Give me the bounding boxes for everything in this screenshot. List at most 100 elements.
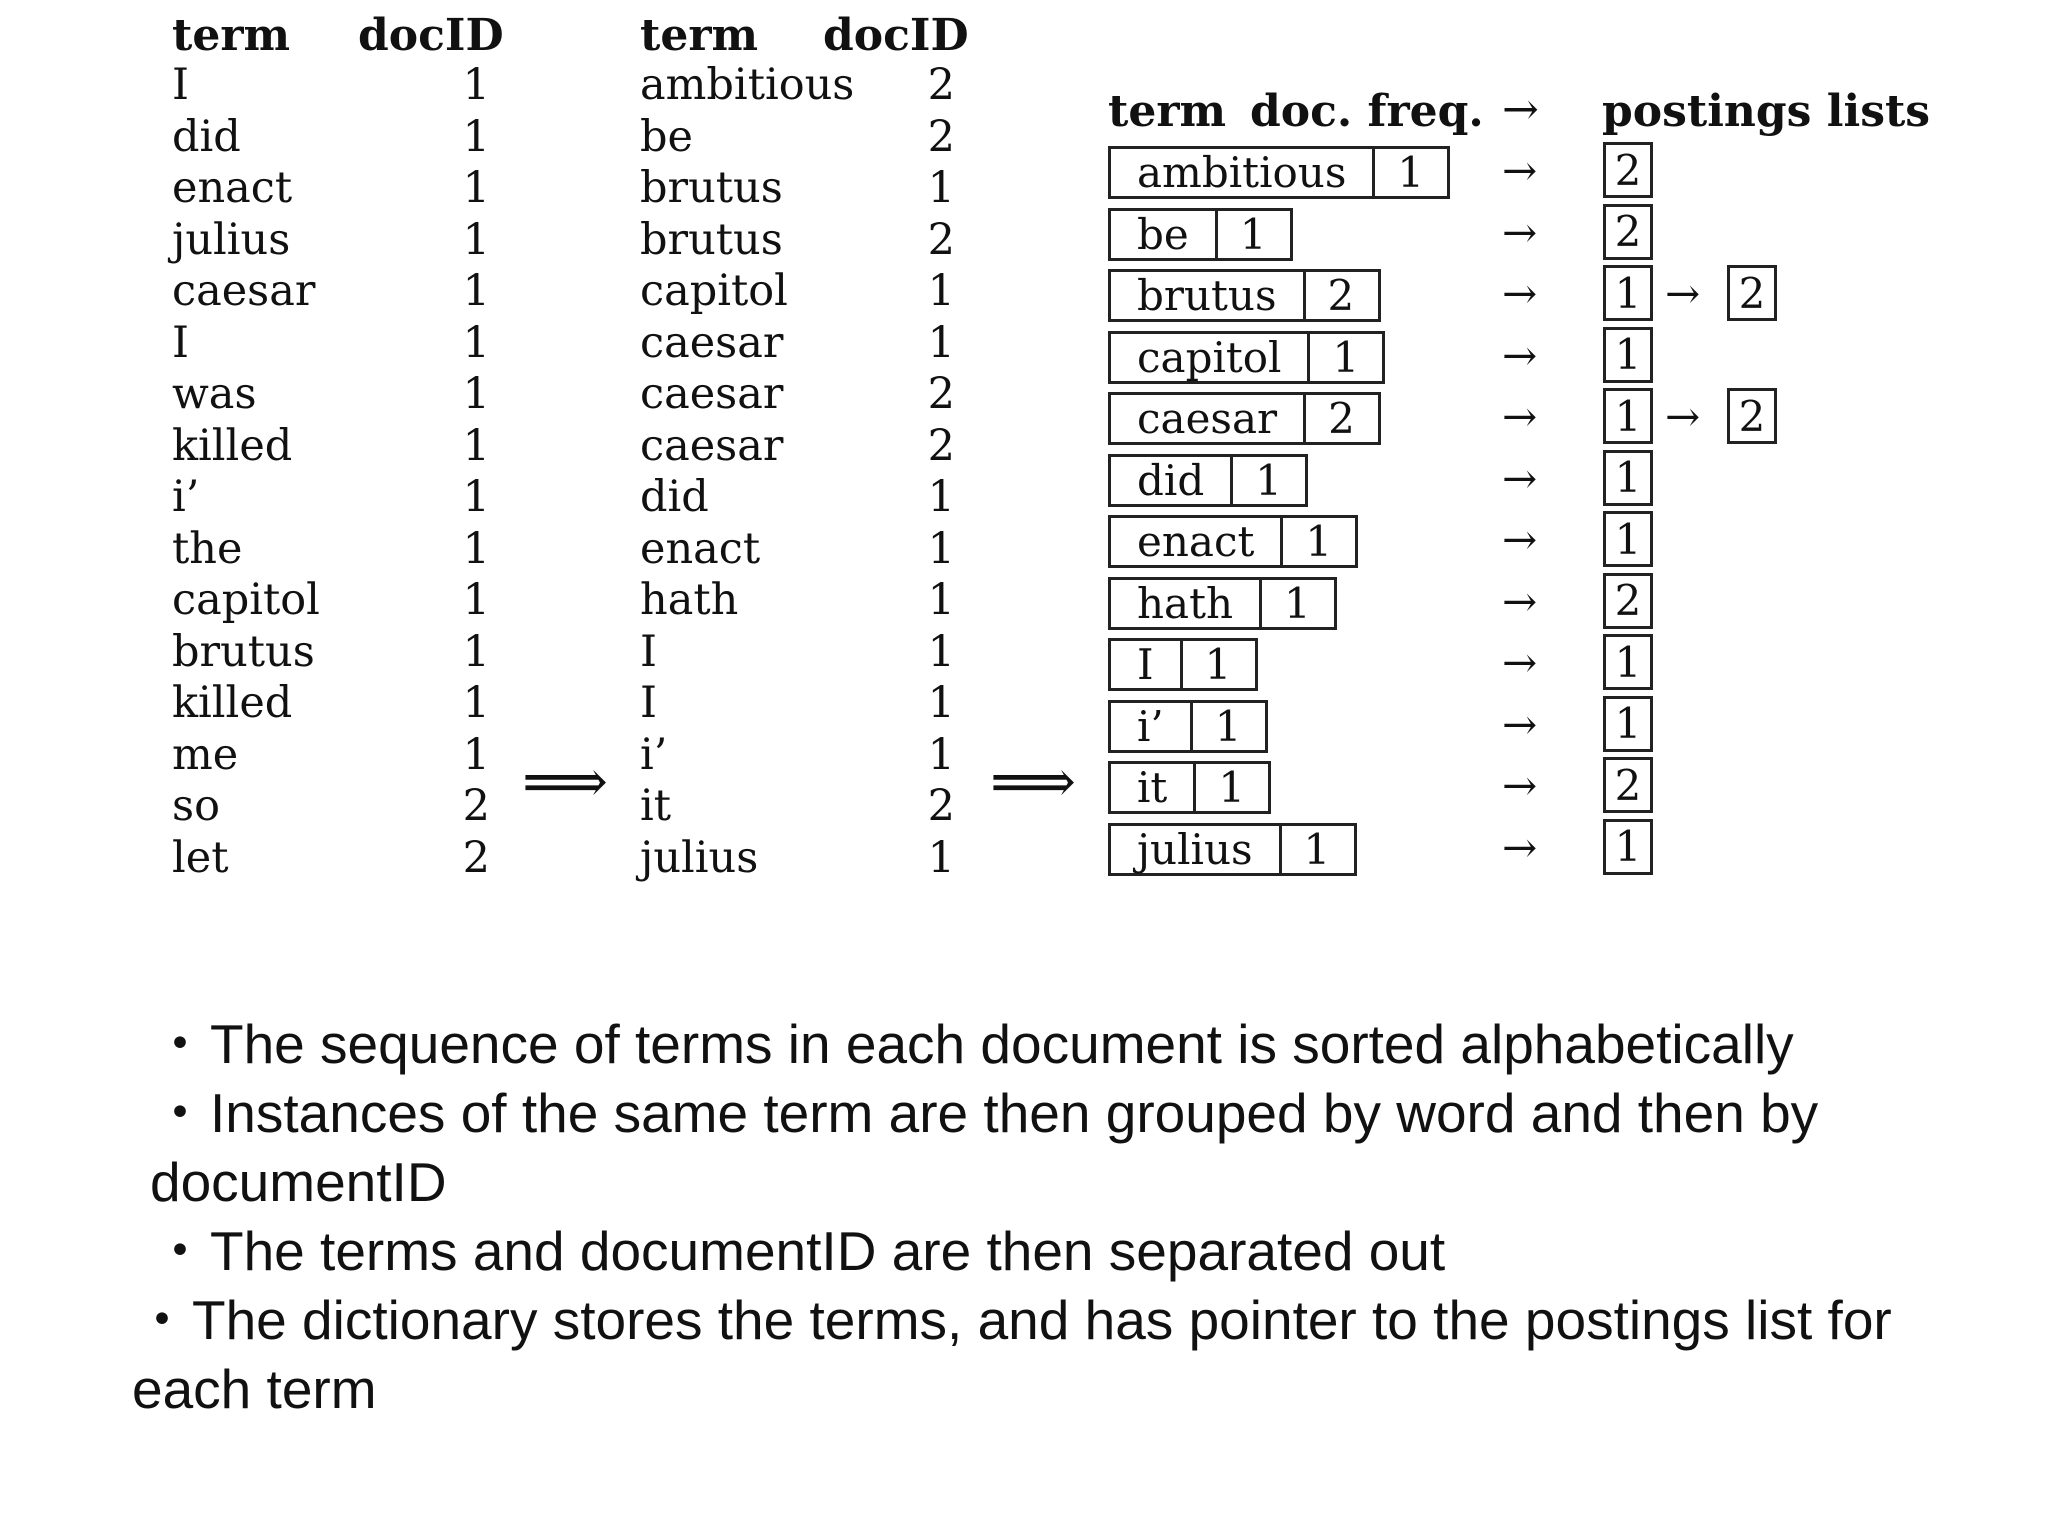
table1-term-cell: brutus (172, 626, 315, 677)
table1-term-cell: caesar (172, 266, 316, 316)
posting-cell: 2 (1603, 572, 1653, 629)
document-frequency: 2 (1327, 271, 1355, 320)
table2-docid-cell: 2 (927, 369, 955, 419)
table2-docid-cell: 2 (927, 214, 955, 265)
bullet-text: Instances of the same term are then grou… (150, 1082, 1819, 1213)
table1-term-cell: julius (172, 214, 291, 265)
document-frequency: 1 (1397, 148, 1425, 197)
table2-docid-cell: 2 (927, 420, 955, 471)
table2-term-cell: I (640, 678, 657, 728)
table2-term-cell: ambitious (640, 60, 855, 110)
table1-docid-cell: 1 (462, 420, 490, 471)
table2-docid-cell: 1 (927, 626, 955, 677)
posting-cell: 1 (1603, 818, 1653, 875)
bullet-item: ・Instances of the same term are then gro… (150, 1079, 1950, 1217)
document-frequency: 1 (1284, 578, 1311, 628)
table2-docid-cell: 2 (927, 111, 955, 162)
table2-term-cell: caesar (640, 420, 784, 471)
dictionary-arrow-header: → (1502, 84, 1539, 135)
table1-docid-cell: 1 (462, 575, 490, 625)
bullet-list: ・The sequence of terms in each document … (132, 1010, 1950, 1424)
table2-term-cell: caesar (640, 317, 784, 368)
document-frequency: 1 (1214, 701, 1242, 751)
table2-docid-cell: 1 (927, 678, 955, 728)
table1-term-cell: was (172, 369, 257, 419)
dictionary-entry: be 1 (1108, 207, 1293, 261)
table1-docid-cell: 2 (462, 832, 490, 883)
dictionary-term: brutus (1111, 271, 1306, 320)
table1-term-cell: the (172, 523, 243, 574)
posting-cell: 1 (1603, 695, 1653, 752)
table1-docid-cell: 1 (462, 111, 490, 162)
table1-docid-cell: 1 (462, 369, 490, 419)
table2-docid-cell: 1 (927, 163, 955, 213)
table2-docid-cell: 1 (927, 575, 955, 625)
bullet-text: The sequence of terms in each document i… (210, 1013, 1794, 1075)
table1-docid-cell: 1 (462, 163, 490, 213)
pointer-arrow: → (1502, 761, 1538, 810)
dictionary-entry: hath 1 (1108, 576, 1338, 630)
table2-term-cell: it (640, 781, 672, 831)
table2-docid-cell: 1 (927, 523, 955, 574)
document-frequency: 1 (1218, 763, 1246, 812)
table2-term-cell: brutus (640, 163, 783, 213)
table2-term-cell: did (640, 472, 709, 522)
table1-term-header: term (172, 10, 291, 61)
dictionary-term: julius (1111, 825, 1282, 874)
table2-term-cell: i’ (640, 729, 668, 780)
posting-cell: 1 (1603, 634, 1653, 690)
table2-docid-header: docID (823, 10, 969, 61)
dictionary-term: hath (1111, 579, 1263, 628)
table2-docid-cell: 1 (927, 729, 955, 780)
bullet-item: ・The terms and documentID are then separ… (150, 1217, 1950, 1286)
posting-cell: 1 (1603, 449, 1653, 506)
transform-arrow-1: ⟹ (522, 747, 609, 817)
table1-term-cell: let (172, 832, 229, 883)
dictionary-term: I (1111, 640, 1183, 689)
document-frequency: 1 (1305, 517, 1333, 566)
table2-term-cell: I (640, 626, 657, 677)
table2-term-cell: caesar (640, 369, 784, 419)
dictionary-term: enact (1111, 517, 1284, 566)
dictionary-term: be (1111, 210, 1218, 259)
pointer-arrow: → (1502, 207, 1538, 257)
table1-docid-cell: 1 (462, 472, 490, 522)
table2-term-cell: brutus (640, 214, 783, 265)
table2-term-cell: enact (640, 523, 761, 574)
table2-docid-cell: 1 (927, 317, 955, 368)
bullet-item: ・The sequence of terms in each document … (150, 1010, 1950, 1079)
dictionary-freq-header: doc. freq. (1250, 86, 1484, 137)
document-frequency: 1 (1255, 455, 1282, 505)
pointer-arrow: → (1502, 699, 1538, 749)
dictionary-term-header: term (1108, 86, 1227, 137)
pointer-arrow: → (1502, 269, 1538, 318)
posting-cell: 2 (1727, 265, 1777, 321)
pointer-arrow: → (1502, 146, 1538, 195)
document-frequency: 1 (1239, 209, 1267, 259)
table2-docid-cell: 1 (927, 832, 955, 883)
table1-docid-cell: 1 (462, 60, 490, 110)
bullet-marker: ・ (152, 1082, 208, 1144)
dictionary-term: i’ (1111, 702, 1193, 751)
table2-term-cell: hath (640, 575, 739, 625)
document-frequency: 1 (1332, 332, 1360, 382)
dictionary-entry: enact 1 (1108, 515, 1359, 568)
bullet-marker: ・ (152, 1013, 208, 1075)
bullet-text: The terms and documentID are then separa… (210, 1220, 1446, 1282)
dictionary-entry: i’ 1 (1108, 699, 1268, 753)
table1-term-cell: killed (172, 420, 293, 471)
postings-lists-header: postings lists (1602, 86, 1931, 137)
bullet-text: The dictionary stores the terms, and has… (132, 1289, 1892, 1420)
posting-cell: 1 (1603, 326, 1653, 383)
table2-term-cell: be (640, 111, 693, 162)
posting-cell: 2 (1603, 142, 1653, 198)
posting-link-arrow: → (1665, 392, 1701, 441)
table1-term-cell: so (172, 781, 220, 831)
table1-term-cell: enact (172, 163, 293, 213)
posting-cell: 2 (1727, 388, 1777, 444)
